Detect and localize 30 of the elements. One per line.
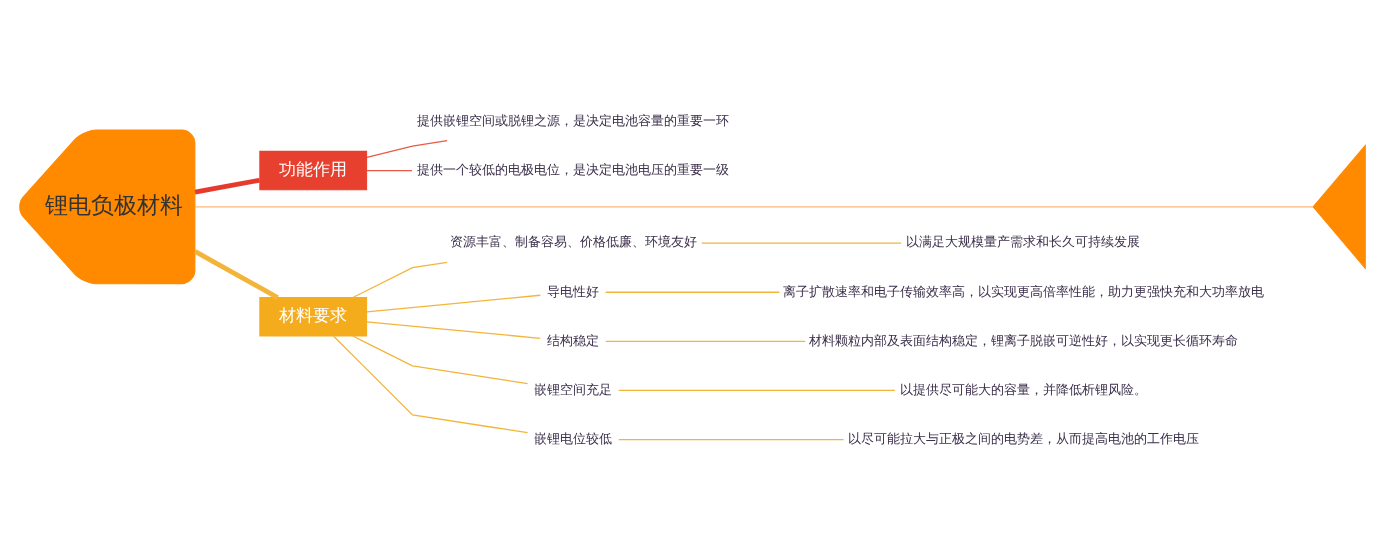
node-text: 以满足大规模量产需求和长久可持续发展 (905, 233, 1140, 249)
connector (365, 294, 541, 312)
node-text: 以尽可能拉大与正极之间的电势差，从而提高电池的工作电压 (847, 430, 1199, 446)
node-text: 结构稳定 (546, 332, 599, 348)
node-text: 资源丰富、制备容易、价格低廉、环境友好 (449, 233, 697, 249)
connector (365, 139, 448, 158)
connector (604, 291, 780, 293)
node-text: 提供一个较低的电极电位，是决定电池电压的重要一级 (416, 161, 729, 177)
node-text: 材料颗粒内部及表面结构稳定，锂离子脱嵌可逆性好，以实现更长循环寿命 (808, 332, 1238, 348)
node-text: 以提供尽可能大的容量，并降低析锂风险。 (899, 381, 1147, 397)
connector (351, 334, 528, 384)
connector (365, 169, 413, 171)
node-text: 提供嵌锂空间或脱锂之源，是决定电池容量的重要一环 (416, 112, 729, 128)
connector (604, 340, 806, 342)
node-box: 材料要求 (258, 296, 367, 337)
node-tail (1312, 143, 1366, 270)
node-text: 离子扩散速率和电子传输效率高，以实现更高倍率性能，助力更强快充和大功率放电 (782, 283, 1264, 299)
connector (194, 177, 260, 194)
node-box: 功能作用 (258, 150, 367, 190)
node-text: 嵌锂空间充足 (533, 381, 612, 397)
connector (332, 335, 528, 433)
connector (193, 205, 1314, 207)
connector (617, 389, 895, 391)
connector (351, 261, 448, 298)
node-text: 嵌锂电位较低 (533, 430, 612, 446)
connector (700, 242, 902, 244)
node-text: 导电性好 (546, 283, 599, 299)
connector (617, 438, 844, 440)
connector (365, 320, 541, 339)
connector (193, 248, 279, 300)
